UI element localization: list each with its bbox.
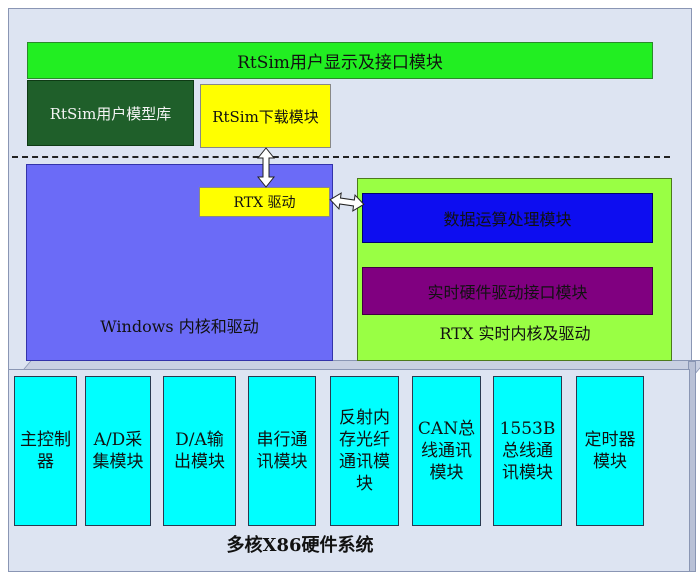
hardware-module-can: CAN总线通讯模块 — [412, 376, 481, 526]
windows-kernel-label: Windows 内核和驱动 — [100, 317, 259, 336]
realtime-hardware-interface-module: 实时硬件驱动接口模块 — [362, 267, 653, 315]
hardware-module-1553b: 1553B总线通讯模块 — [493, 376, 562, 526]
data-processing-module: 数据运算处理模块 — [362, 193, 653, 243]
user-model-library: RtSim用户模型库 — [27, 80, 194, 146]
driver-rtx-arrow — [329, 192, 365, 212]
rtx-driver-box: RTX 驱动 — [199, 187, 330, 217]
rtx-kernel-label: RTX 实时内核及驱动 — [439, 324, 591, 343]
hardware-module-da: D/A输出模块 — [163, 376, 236, 526]
hardware-module-reflective-memory: 反射内存光纤通讯模块 — [330, 376, 399, 526]
hardware-module-main-controller: 主控制器 — [14, 376, 77, 526]
hardware-module-ad: A/D采集模块 — [85, 376, 151, 526]
user-display-interface-module: RtSim用户显示及接口模块 — [27, 42, 653, 79]
separator-line — [12, 156, 670, 158]
download-module: RtSim下载模块 — [200, 84, 331, 148]
hardware-module-serial: 串行通讯模块 — [248, 376, 316, 526]
hardware-system-label: 多核X86硬件系统 — [226, 535, 374, 556]
hardware-module-timer: 定时器模块 — [576, 376, 644, 526]
download-driver-arrow — [256, 147, 276, 188]
